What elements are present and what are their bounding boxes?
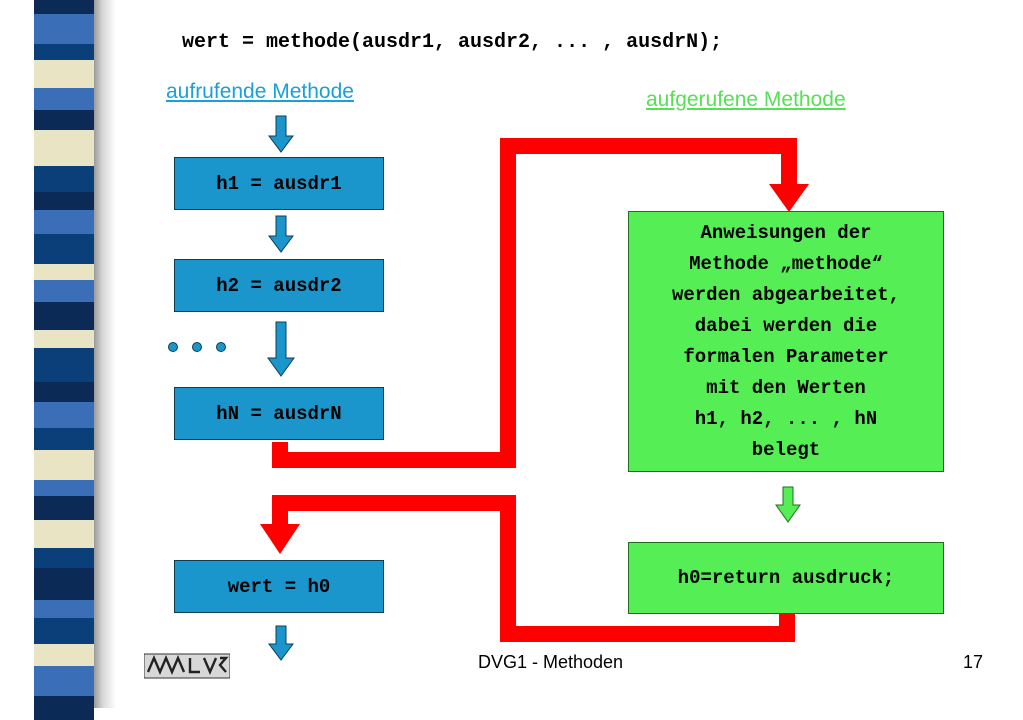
page-number: 17 xyxy=(963,652,984,672)
decorative-stripe xyxy=(34,644,94,666)
callee-body-line: mit den Werten xyxy=(706,376,866,399)
decorative-stripe xyxy=(34,264,94,280)
decorative-stripe xyxy=(34,302,94,330)
decorative-stripe xyxy=(34,130,94,166)
callee-body-box: Anweisungen der Methode „methode“ werden… xyxy=(628,211,944,472)
decorative-stripe xyxy=(34,600,94,618)
callee-body-line: belegt xyxy=(751,438,821,461)
caller-result-box: wert = h0 xyxy=(174,560,384,613)
decorative-stripe xyxy=(34,496,94,520)
callee-body-line: dabei werden die xyxy=(694,314,878,337)
decorative-stripe xyxy=(34,428,94,450)
decorative-stripe xyxy=(34,348,94,382)
return-statement-box: h0=return ausdruck; xyxy=(628,542,944,614)
decorative-stripe xyxy=(34,568,94,600)
callee-body-line: formalen Parameter xyxy=(683,345,889,368)
decorative-stripe xyxy=(34,210,94,234)
method-call-expression: wert = methode(ausdr1, ausdr2, ... , aus… xyxy=(182,31,723,54)
decorative-stripe xyxy=(34,166,94,192)
decorative-stripe xyxy=(34,14,94,44)
return-flow-arrow xyxy=(272,495,795,642)
decorative-stripe xyxy=(34,280,94,302)
caller-step-box: hN = ausdrN xyxy=(174,387,384,440)
decorative-stripe xyxy=(34,618,94,644)
caller-step-box: h1 = ausdr1 xyxy=(174,157,384,210)
decorative-stripe-bar xyxy=(34,0,94,720)
decorative-stripe xyxy=(34,60,94,88)
decorative-stripe xyxy=(34,330,94,348)
callee-body-line: werden abgearbeitet, xyxy=(671,283,901,306)
decorative-stripe xyxy=(34,382,94,402)
decorative-stripe xyxy=(34,192,94,210)
down-arrow-icon xyxy=(775,486,801,523)
callee-body-line: Methode „methode“ xyxy=(689,252,883,275)
footer-title: DVG1 - Methoden xyxy=(478,652,624,672)
dot xyxy=(192,342,202,352)
caller-method-label: aufrufende Methode xyxy=(166,80,354,103)
dot xyxy=(216,342,226,352)
callee-body-line: Anweisungen der xyxy=(700,221,872,244)
decorative-stripe xyxy=(34,110,94,130)
decorative-stripe xyxy=(34,520,94,548)
down-arrow-icon xyxy=(268,115,294,153)
decorative-stripe xyxy=(34,0,94,14)
decorative-stripe xyxy=(34,234,94,264)
institution-logo xyxy=(144,653,230,679)
callee-body-line: h1, h2, ... , hN xyxy=(694,407,878,430)
down-arrow-icon xyxy=(267,321,295,377)
stripe-shadow xyxy=(94,0,116,708)
decorative-stripe xyxy=(34,402,94,428)
decorative-stripe xyxy=(34,44,94,60)
decorative-stripe xyxy=(34,548,94,568)
down-arrow-icon xyxy=(268,625,294,661)
call-flow-arrowhead xyxy=(769,184,809,212)
decorative-stripe xyxy=(34,88,94,110)
dot xyxy=(168,342,178,352)
caller-step-box: h2 = ausdr2 xyxy=(174,259,384,312)
callee-method-label: aufgerufene Methode xyxy=(646,88,846,111)
decorative-stripe xyxy=(34,450,94,480)
call-flow-arrow xyxy=(272,138,797,468)
down-arrow-icon xyxy=(268,215,294,253)
decorative-stripe xyxy=(34,666,94,696)
return-flow-arrowhead xyxy=(260,524,300,554)
decorative-stripe xyxy=(34,480,94,496)
